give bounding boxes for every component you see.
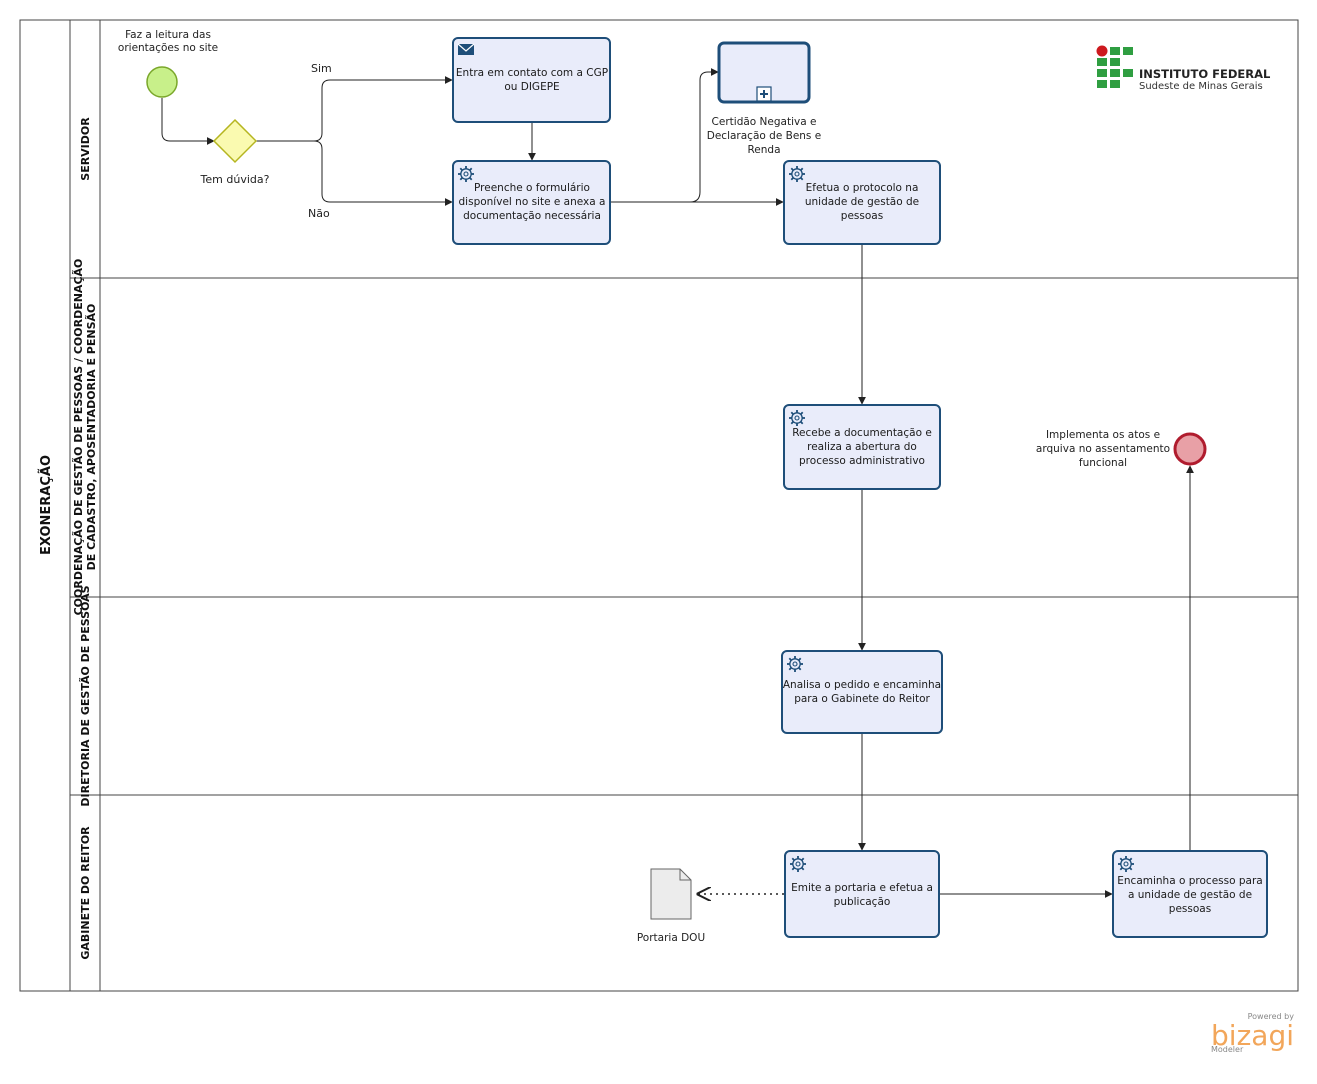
task-recebe[interactable]: Recebe a documentação e realiza a abertu… [783,404,941,490]
lane-title-diretoria: DIRETORIA DE GESTÃO DE PESSOAS [79,585,92,806]
task-contato-line1: Entra em contato com a CGP [456,67,608,79]
task-encaminha[interactable]: Encaminha o processo para a unidade de g… [1112,850,1268,938]
gateway[interactable] [212,118,258,164]
flow-gateway-no [313,140,453,206]
logo-line1: INSTITUTO FEDERAL [1139,67,1271,81]
end-event-label-2: arquiva no assentamento [1036,443,1170,455]
brand-name: bizagi [1211,1019,1294,1052]
pool: EXONERAÇÃO [19,19,1299,992]
end-event-label-1: Implementa os atos e [1046,429,1160,441]
subprocess-certidao[interactable] [717,41,811,104]
task-emite[interactable]: Emite a portaria e efetua a publicação [784,850,940,938]
gateway-label: Tem dúvida? [200,173,270,186]
flow-label-yes: Sim [311,62,332,75]
flow-to-subprocess [689,68,719,203]
task-encaminha-line3: pessoas [1169,903,1211,915]
task-emite-line1: Emite a portaria e efetua a [791,882,933,894]
task-formulario-line1: Preenche o formulário [474,182,590,194]
institution-logo: INSTITUTO FEDERAL Sudeste de Minas Gerai… [1096,45,1271,92]
logo-line2: Sudeste de Minas Gerais [1139,81,1263,92]
task-protocolo-line1: Efetua o protocolo na [806,182,919,194]
task-contato-line2: ou DIGEPE [504,81,559,93]
start-event-label-2: orientações no site [118,42,218,54]
lane-title-cgp-line2: DE CADASTRO, APOSENTADORIA E PENSÃO [85,304,98,571]
flow-start-to-gateway [161,98,215,145]
lane-title-servidor: SERVIDOR [79,117,92,181]
envelope-icon [457,43,475,55]
task-formulario-line2: disponível no site e anexa a [459,196,606,208]
task-encaminha-line1: Encaminha o processo para [1117,875,1262,887]
task-analisa[interactable]: Analisa o pedido e encaminha para o Gabi… [781,650,943,734]
end-event-label-3: funcional [1079,457,1127,469]
task-analisa-line1: Analisa o pedido e encaminha [783,679,941,691]
flow-label-no: Não [308,207,330,220]
lane-titles: SERVIDOR COORDENAÇÃO DE GESTÃO DE PESSOA… [72,117,98,960]
start-event[interactable] [146,66,178,98]
brand-powered: Powered by [1248,1012,1295,1021]
task-encaminha-line2: a unidade de gestão de [1128,889,1252,901]
flow-gateway-split [256,76,453,142]
expand-plus-icon [756,86,772,102]
artifact-label: Portaria DOU [637,932,705,944]
subprocess-label-1: Certidão Negativa e [712,116,817,128]
task-protocolo-line3: pessoas [841,210,883,222]
subprocess-label-2: Declaração de Bens e [707,130,821,142]
task-protocolo[interactable]: Efetua o protocolo na unidade de gestão … [783,160,941,245]
task-recebe-line2: realiza a abertura do [807,441,917,453]
task-formulario[interactable]: Preenche o formulário disponível no site… [452,160,611,245]
lane-title-gabinete: GABINETE DO REITOR [79,826,92,960]
task-contato[interactable]: Entra em contato com a CGP ou DIGEPE [452,37,611,123]
pool-title: EXONERAÇÃO [38,455,54,555]
sequence-flows [161,68,1194,898]
task-formulario-line3: documentação necessária [463,210,601,222]
lane-title-cgp-line1: COORDENAÇÃO DE GESTÃO DE PESSOAS / COORD… [72,259,85,616]
brand-product: Modeler [1211,1045,1244,1054]
start-event-label-1: Faz a leitura das [125,29,211,41]
task-analisa-line2: para o Gabinete do Reitor [794,693,930,705]
document-icon[interactable] [650,868,692,920]
task-recebe-line3: processo administrativo [799,455,925,467]
task-protocolo-line2: unidade de gestão de [805,196,919,208]
task-recebe-line1: Recebe a documentação e [792,427,932,439]
end-event[interactable] [1173,432,1207,466]
task-emite-line2: publicação [834,896,891,908]
bizagi-brand: Powered by bizagi Modeler [1211,1012,1294,1054]
subprocess-label-3: Renda [747,144,780,156]
